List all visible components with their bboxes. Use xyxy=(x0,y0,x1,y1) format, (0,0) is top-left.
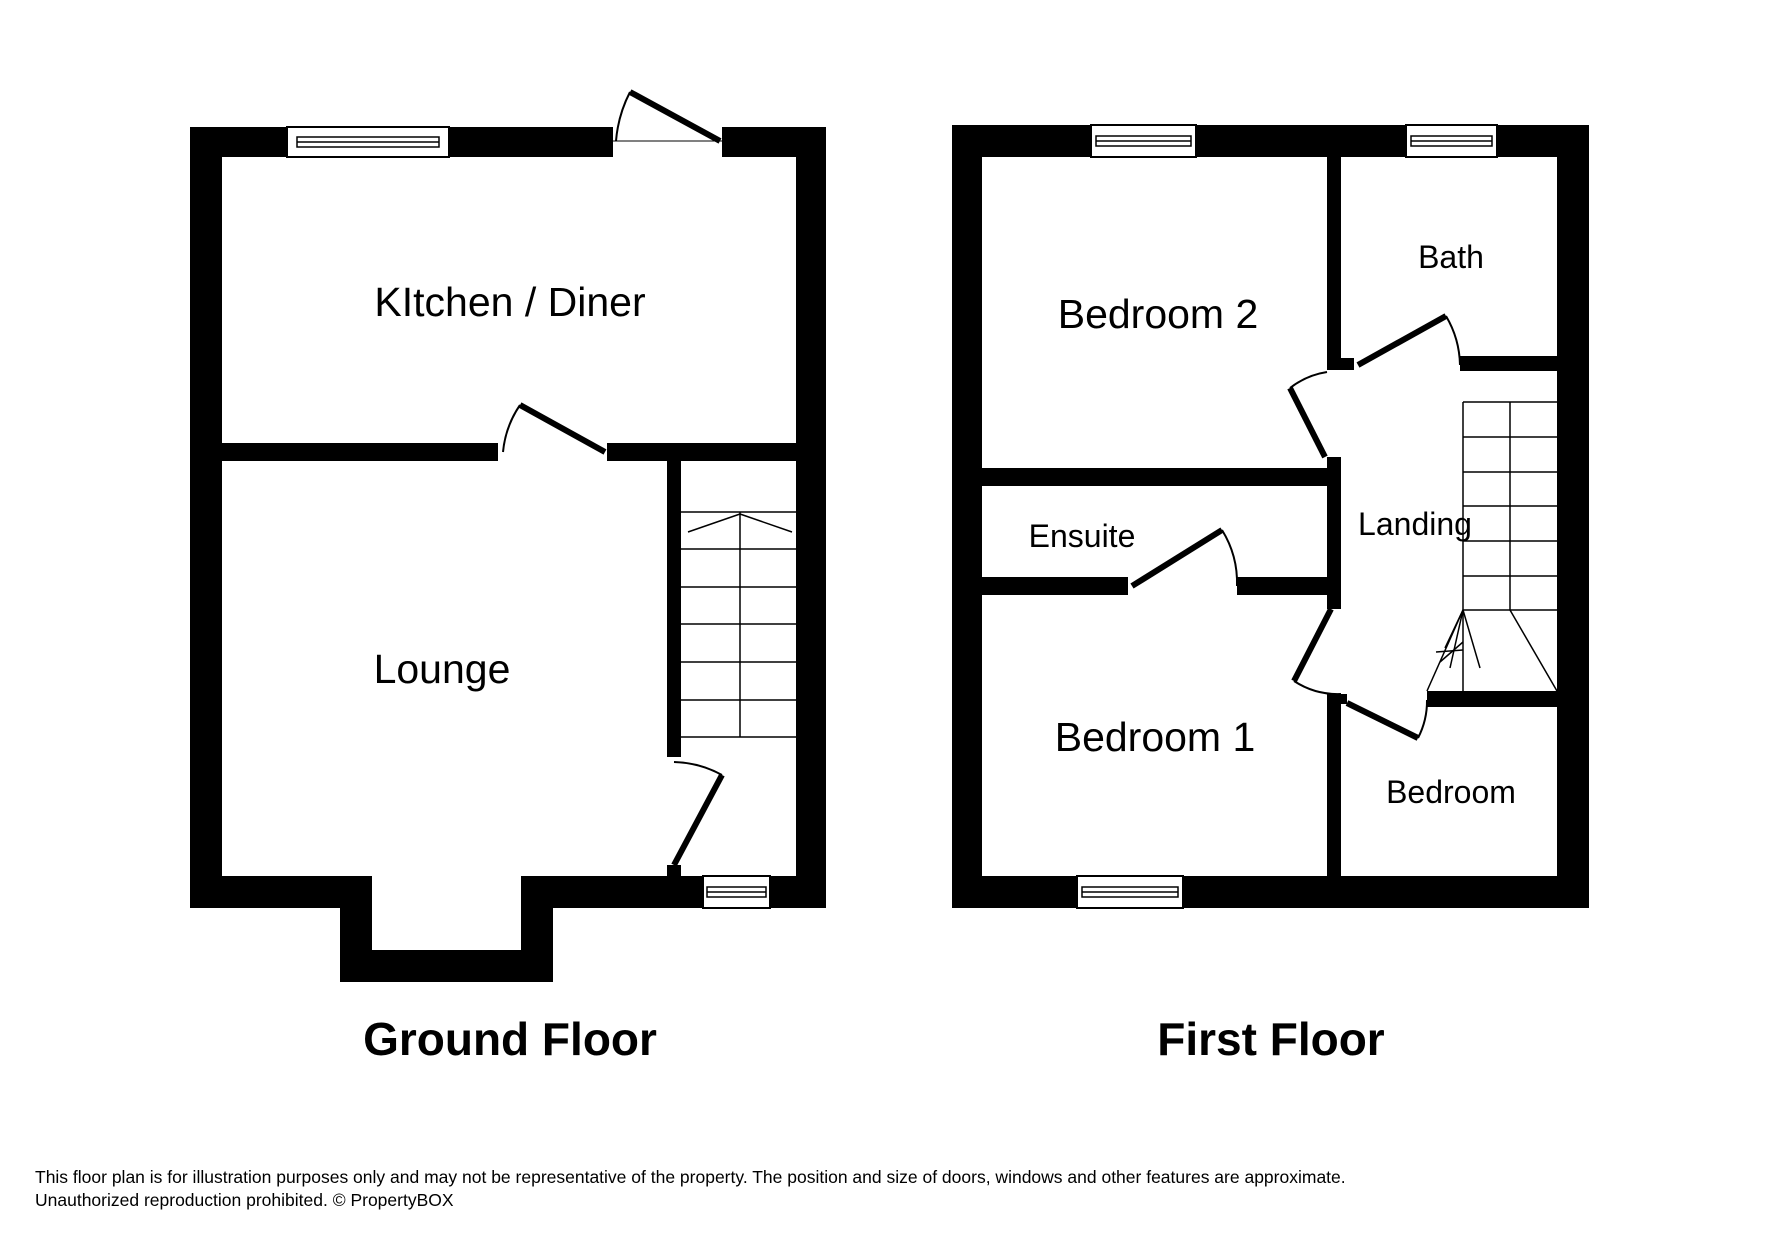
kitchen-lounge-door xyxy=(502,402,607,455)
floor-title-ground: Ground Floor xyxy=(363,1013,657,1065)
front-door xyxy=(671,761,725,867)
first-floor-walls xyxy=(952,125,1589,908)
lounge-front-window xyxy=(702,875,771,909)
bedroom-door xyxy=(1345,699,1429,741)
bedroom-2-window xyxy=(1090,124,1197,158)
bath-window xyxy=(1405,124,1498,158)
room-label-bath: Bath xyxy=(1418,239,1484,275)
bedroom-1-window xyxy=(1076,875,1184,909)
ensuite-door xyxy=(1130,527,1239,589)
bedroom-2-door xyxy=(1287,371,1328,459)
bath-door xyxy=(1356,313,1461,368)
room-label-bedroom: Bedroom xyxy=(1386,774,1516,810)
room-label-kitchen-diner: KItchen / Diner xyxy=(374,279,645,325)
ground-floor-stairs xyxy=(681,511,796,738)
first-floor-plan: Bedroom 2 Bath Ensuite Landing Bedroom 1… xyxy=(952,124,1589,1065)
room-label-lounge: Lounge xyxy=(374,646,511,692)
disclaimer-text: This floor plan is for illustration purp… xyxy=(35,1167,1346,1210)
room-label-ensuite: Ensuite xyxy=(1029,518,1136,554)
kitchen-window xyxy=(286,126,450,158)
ground-floor-walls xyxy=(190,127,826,982)
first-floor-stairs xyxy=(1426,401,1558,692)
floor-title-first: First Floor xyxy=(1157,1013,1385,1065)
room-label-landing: Landing xyxy=(1358,506,1472,542)
room-label-bedroom-2: Bedroom 2 xyxy=(1058,291,1259,337)
kitchen-back-door xyxy=(613,89,722,144)
ground-floor-plan: KItchen / Diner Lounge Ground Floor xyxy=(190,89,826,1065)
room-label-bedroom-1: Bedroom 1 xyxy=(1055,714,1256,760)
bedroom-1-door xyxy=(1291,607,1342,696)
